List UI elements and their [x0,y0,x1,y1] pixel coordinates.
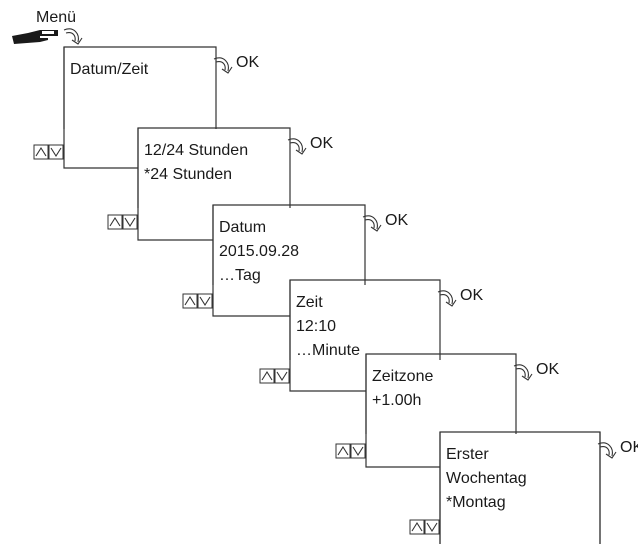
curved-arrow-icon [213,57,233,74]
up-down-buttons[interactable] [107,214,138,230]
screen-text: 12/24 Stunden [144,142,248,159]
screen-text: Datum [219,219,266,236]
ok-label: OK [236,54,259,71]
menu-screen-4 [289,279,441,392]
screen-text: +1.00h [372,392,421,409]
curved-arrow-icon [437,290,457,307]
up-down-buttons[interactable] [259,368,290,384]
up-down-buttons[interactable] [182,293,213,309]
ok-label: OK [385,212,408,229]
menu-screen-5 [365,353,517,468]
ok-label: OK [460,287,483,304]
up-arrow-icon[interactable] [409,519,425,535]
up-arrow-icon[interactable] [259,368,275,384]
up-down-buttons[interactable] [409,519,440,535]
menu-screen-2 [137,127,291,241]
down-arrow-icon[interactable] [197,293,213,309]
curved-arrow-icon [362,215,382,232]
up-down-buttons[interactable] [33,144,64,160]
down-arrow-icon[interactable] [122,214,138,230]
menu-screen-6 [439,431,601,544]
screen-text: Zeitzone [372,368,433,385]
screen-text: *24 Stunden [144,166,232,183]
connector-line [212,205,290,317]
screen-text: Datum/Zeit [70,61,149,78]
connector-line [137,128,213,241]
connector-line [365,354,440,468]
ok-label: OK [620,439,638,456]
up-down-buttons[interactable] [335,443,366,459]
down-arrow-icon[interactable] [48,144,64,160]
up-arrow-icon[interactable] [33,144,49,160]
screen-text: *Montag [446,494,506,511]
menu-label: Menü [36,9,76,26]
up-arrow-icon[interactable] [107,214,123,230]
screen-text: 2015.09.28 [219,243,299,260]
ok-label: OK [310,135,333,152]
curved-arrow-icon [513,364,533,381]
connector-line [63,47,138,169]
down-arrow-icon[interactable] [274,368,290,384]
ok-label: OK [536,361,559,378]
screen-text: …Tag [219,267,261,284]
screen-frame [63,46,217,129]
up-arrow-icon[interactable] [335,443,351,459]
screen-text: 12:10 [296,318,336,335]
curved-arrow-icon [63,28,83,45]
screen-text: Wochentag [446,470,527,487]
curved-arrow-icon [597,442,617,459]
up-arrow-icon[interactable] [182,293,198,309]
screen-text: Erster [446,446,489,463]
menu-screen-3 [212,204,366,317]
screen-text: Zeit [296,294,323,311]
screen-text: …Minute [296,342,360,359]
menu-screen-1 [63,46,217,169]
down-arrow-icon[interactable] [350,443,366,459]
connector-line [289,280,366,392]
curved-arrow-icon [287,138,307,155]
pointing-hand-icon [12,30,58,44]
down-arrow-icon[interactable] [424,519,440,535]
